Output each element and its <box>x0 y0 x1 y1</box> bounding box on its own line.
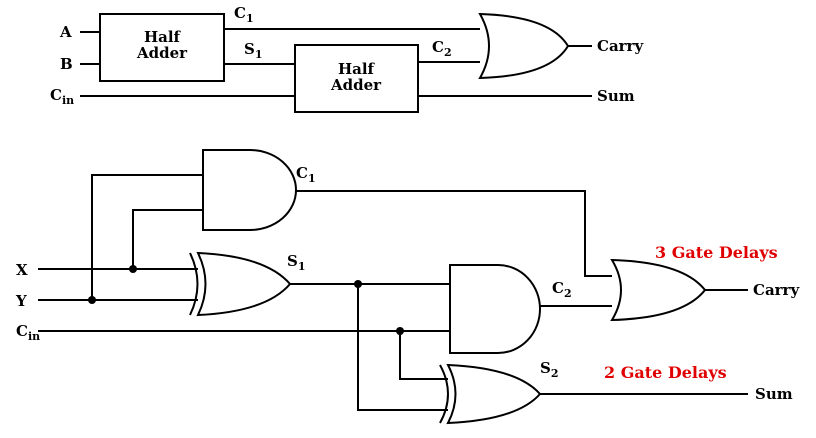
junction-y <box>88 296 96 304</box>
label-b: B <box>60 55 73 73</box>
junction-x <box>129 265 137 273</box>
wire-x-to-and1 <box>132 209 203 269</box>
half-adder-1-label-line2: Adder <box>136 44 188 62</box>
label-carry-top: Carry <box>597 37 644 55</box>
and-gate-2 <box>449 264 541 354</box>
half-adder-2-label-line1: Half <box>338 60 376 78</box>
carry-delay-annotation: 3 Gate Delays <box>655 243 778 262</box>
xor-gate-2-back-arc <box>439 364 449 424</box>
wire-y-to-and1 <box>91 174 203 300</box>
label-a: A <box>59 23 72 41</box>
label-cin-bottom: Cin <box>16 322 40 343</box>
label-sum-bottom: Sum <box>755 385 793 403</box>
wire-cin-to-xor2 <box>399 331 448 380</box>
half-adder-2-box <box>294 44 419 113</box>
wire-s1-to-xor2 <box>357 284 448 411</box>
junction-s1 <box>354 280 362 288</box>
and-gate-1 <box>202 149 297 231</box>
half-adder-2-label-line2: Adder <box>330 76 382 94</box>
label-cin-top: Cin <box>50 86 74 107</box>
or-gate-bottom <box>610 258 707 322</box>
half-adder-1-box <box>99 13 225 82</box>
junction-cin <box>396 327 404 335</box>
label-c1-bottom: C1 <box>296 164 316 185</box>
label-sum-top: Sum <box>597 87 635 105</box>
block-diagram: Half Adder Half Adder A B Cin C1 S1 C2 C… <box>50 4 644 113</box>
label-carry-bottom: Carry <box>753 281 800 299</box>
label-c2-bottom: C2 <box>552 279 572 300</box>
gate-diagram: X Y Cin C1 S1 C2 S2 Carry Sum 3 Gate Del… <box>15 149 800 425</box>
wire-c1-bottom <box>296 190 612 277</box>
xor-gate-1 <box>196 251 292 317</box>
or-gate-top <box>478 12 570 80</box>
half-adder-1-label-line1: Half <box>144 28 182 46</box>
label-x: X <box>16 261 28 279</box>
label-c1-top: C1 <box>234 4 254 25</box>
xor-gate-1-back-arc <box>189 252 199 316</box>
label-s2-bottom: S2 <box>540 359 559 380</box>
xor-gate-2 <box>446 363 542 425</box>
sum-delay-annotation: 2 Gate Delays <box>604 363 727 382</box>
label-c2-top: C2 <box>432 38 452 59</box>
label-s1-top: S1 <box>244 40 263 61</box>
label-s1-bottom: S1 <box>287 252 306 273</box>
label-y: Y <box>15 292 27 310</box>
